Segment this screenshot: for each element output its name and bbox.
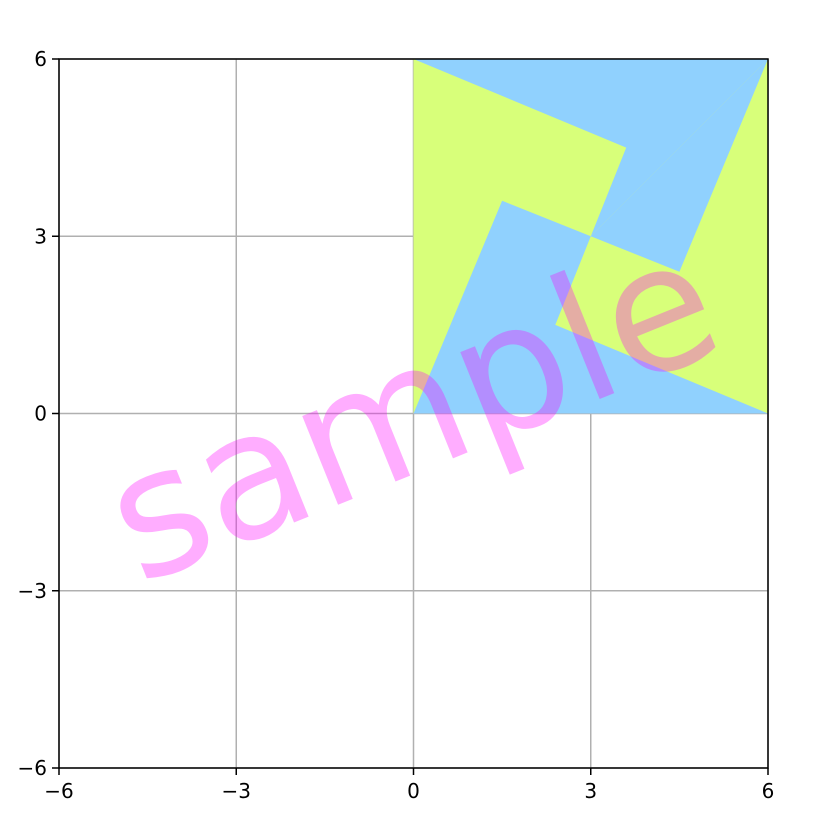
y-tick-label: 3 [34, 224, 47, 248]
ticks: −6 −3 0 3 6 −6 −3 0 3 6 [18, 47, 775, 803]
y-tick-label: 6 [34, 47, 47, 71]
y-tick-label: 0 [34, 402, 47, 426]
polygon-2 [590, 59, 768, 272]
x-tick-label: 6 [762, 779, 775, 803]
x-tick-label: 3 [584, 779, 597, 803]
polygon-3 [413, 200, 768, 414]
y-tick-label: −6 [18, 756, 47, 780]
watermark-text: sample [79, 197, 745, 624]
x-tick-label: −3 [222, 779, 251, 803]
x-tick-label: 0 [407, 779, 420, 803]
polygon-1 [413, 59, 768, 237]
x-tick-label: −6 [44, 779, 73, 803]
polygons [413, 59, 768, 414]
y-tick-label: −3 [18, 579, 47, 603]
